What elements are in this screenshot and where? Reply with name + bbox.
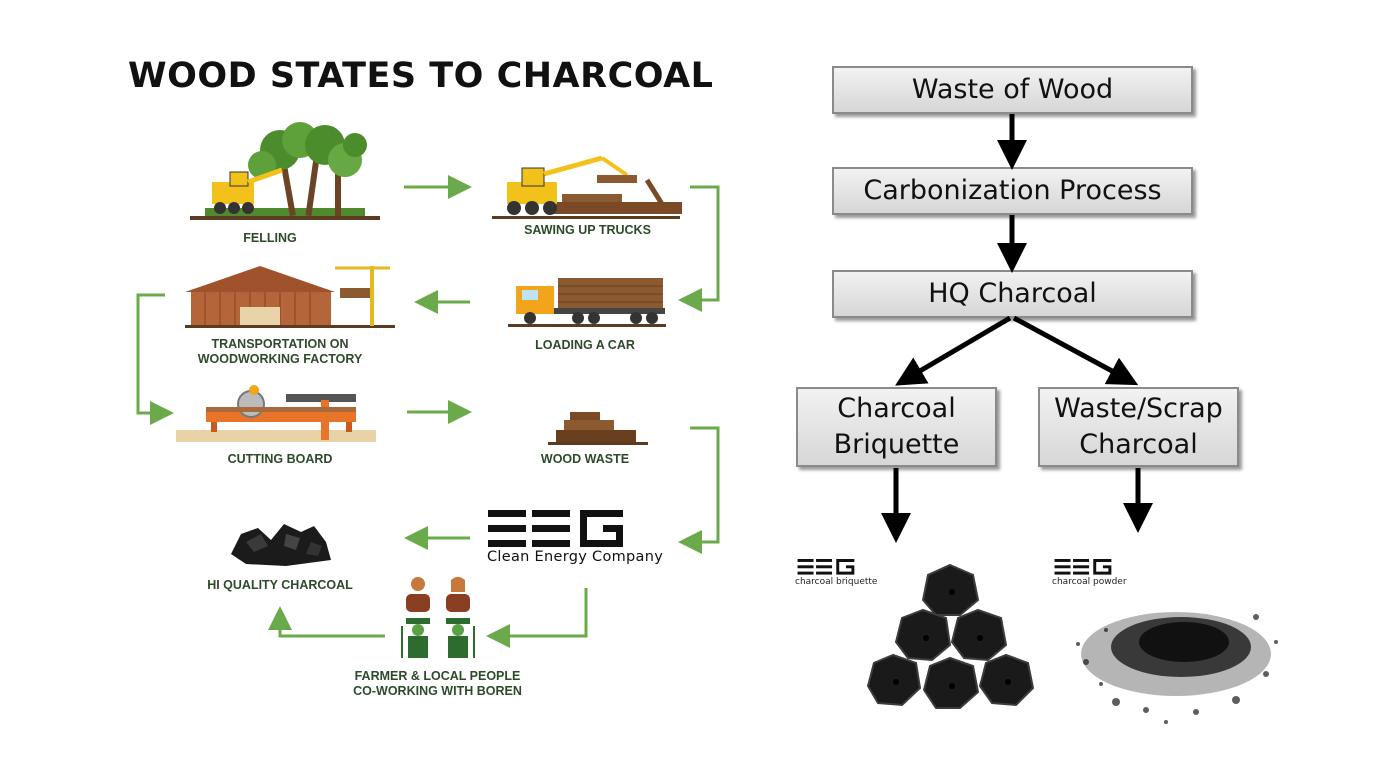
briquette-product-label: charcoal briquette: [795, 577, 878, 587]
farmer-people-illustration: [401, 577, 475, 658]
loading-caption: LOADING A CAR: [535, 338, 635, 352]
truck-illustration: [508, 278, 666, 327]
farmer-caption-line2: CO-WORKING WITH BOREN: [353, 684, 522, 698]
page-title: WOOD STATES TO CHARCOAL: [128, 56, 714, 96]
transport-caption-line1: TRANSPORTATION ON: [211, 337, 349, 351]
flow-box-charcoal-briquette: Charcoal Briquette: [796, 387, 997, 467]
arrow-hq-to-briquette: [895, 315, 1012, 386]
flow-box-label: Waste/Scrap: [1054, 393, 1223, 424]
farmer-caption-line1: FARMER & LOCAL PEOPLE: [354, 669, 521, 683]
briquette-eeg-logo-icon: [797, 559, 855, 575]
powder-eeg-logo-icon: [1054, 559, 1112, 575]
arrow-company-to-farmers: [486, 588, 588, 648]
company-tagline: Clean Energy Company: [487, 549, 664, 565]
felling-caption: FELLING: [243, 231, 297, 245]
charcoal-briquette-image: [866, 563, 1035, 709]
arrow-farmers-to-charcoal: [268, 606, 385, 638]
arrow-waste-to-company: [678, 426, 720, 554]
wood-waste-caption: WOOD WASTE: [540, 452, 630, 466]
flow-box-label: Charcoal: [1079, 429, 1198, 460]
flow-box-label: Carbonization Process: [863, 175, 1162, 206]
powder-product-label: charcoal powder: [1052, 577, 1127, 587]
cutting-illustration: [176, 385, 376, 442]
flow-box-label: Waste of Wood: [911, 74, 1114, 105]
arrow-transport-to-cutting: [136, 293, 174, 425]
factory-illustration: [185, 266, 395, 328]
arrow-hq-to-scrap: [1012, 315, 1139, 386]
wood-waste-illustration: [548, 412, 648, 445]
hq-charcoal-caption: HI QUALITY CHARCOAL: [207, 578, 353, 592]
charcoal-powder-image: [1076, 612, 1278, 724]
sawing-illustration: [492, 155, 682, 219]
eeg-logo-icon: [488, 510, 623, 547]
flow-box-waste-of-wood: Waste of Wood: [832, 66, 1193, 114]
flow-box-label: HQ Charcoal: [928, 278, 1097, 309]
sawing-caption: SAWING UP TRUCKS: [524, 223, 651, 237]
flow-box-waste-scrap-charcoal: Waste/Scrap Charcoal: [1038, 387, 1239, 467]
cutting-caption: CUTTING BOARD: [227, 452, 333, 466]
flow-box-label: Charcoal: [837, 393, 956, 424]
charcoal-pile-illustration: [231, 524, 331, 566]
flow-box-label: Briquette: [833, 429, 960, 460]
arrow-sawing-to-loading: [678, 185, 720, 312]
felling-illustration: [190, 122, 380, 220]
transport-caption-line2: WOODWORKING FACTORY: [197, 352, 363, 366]
